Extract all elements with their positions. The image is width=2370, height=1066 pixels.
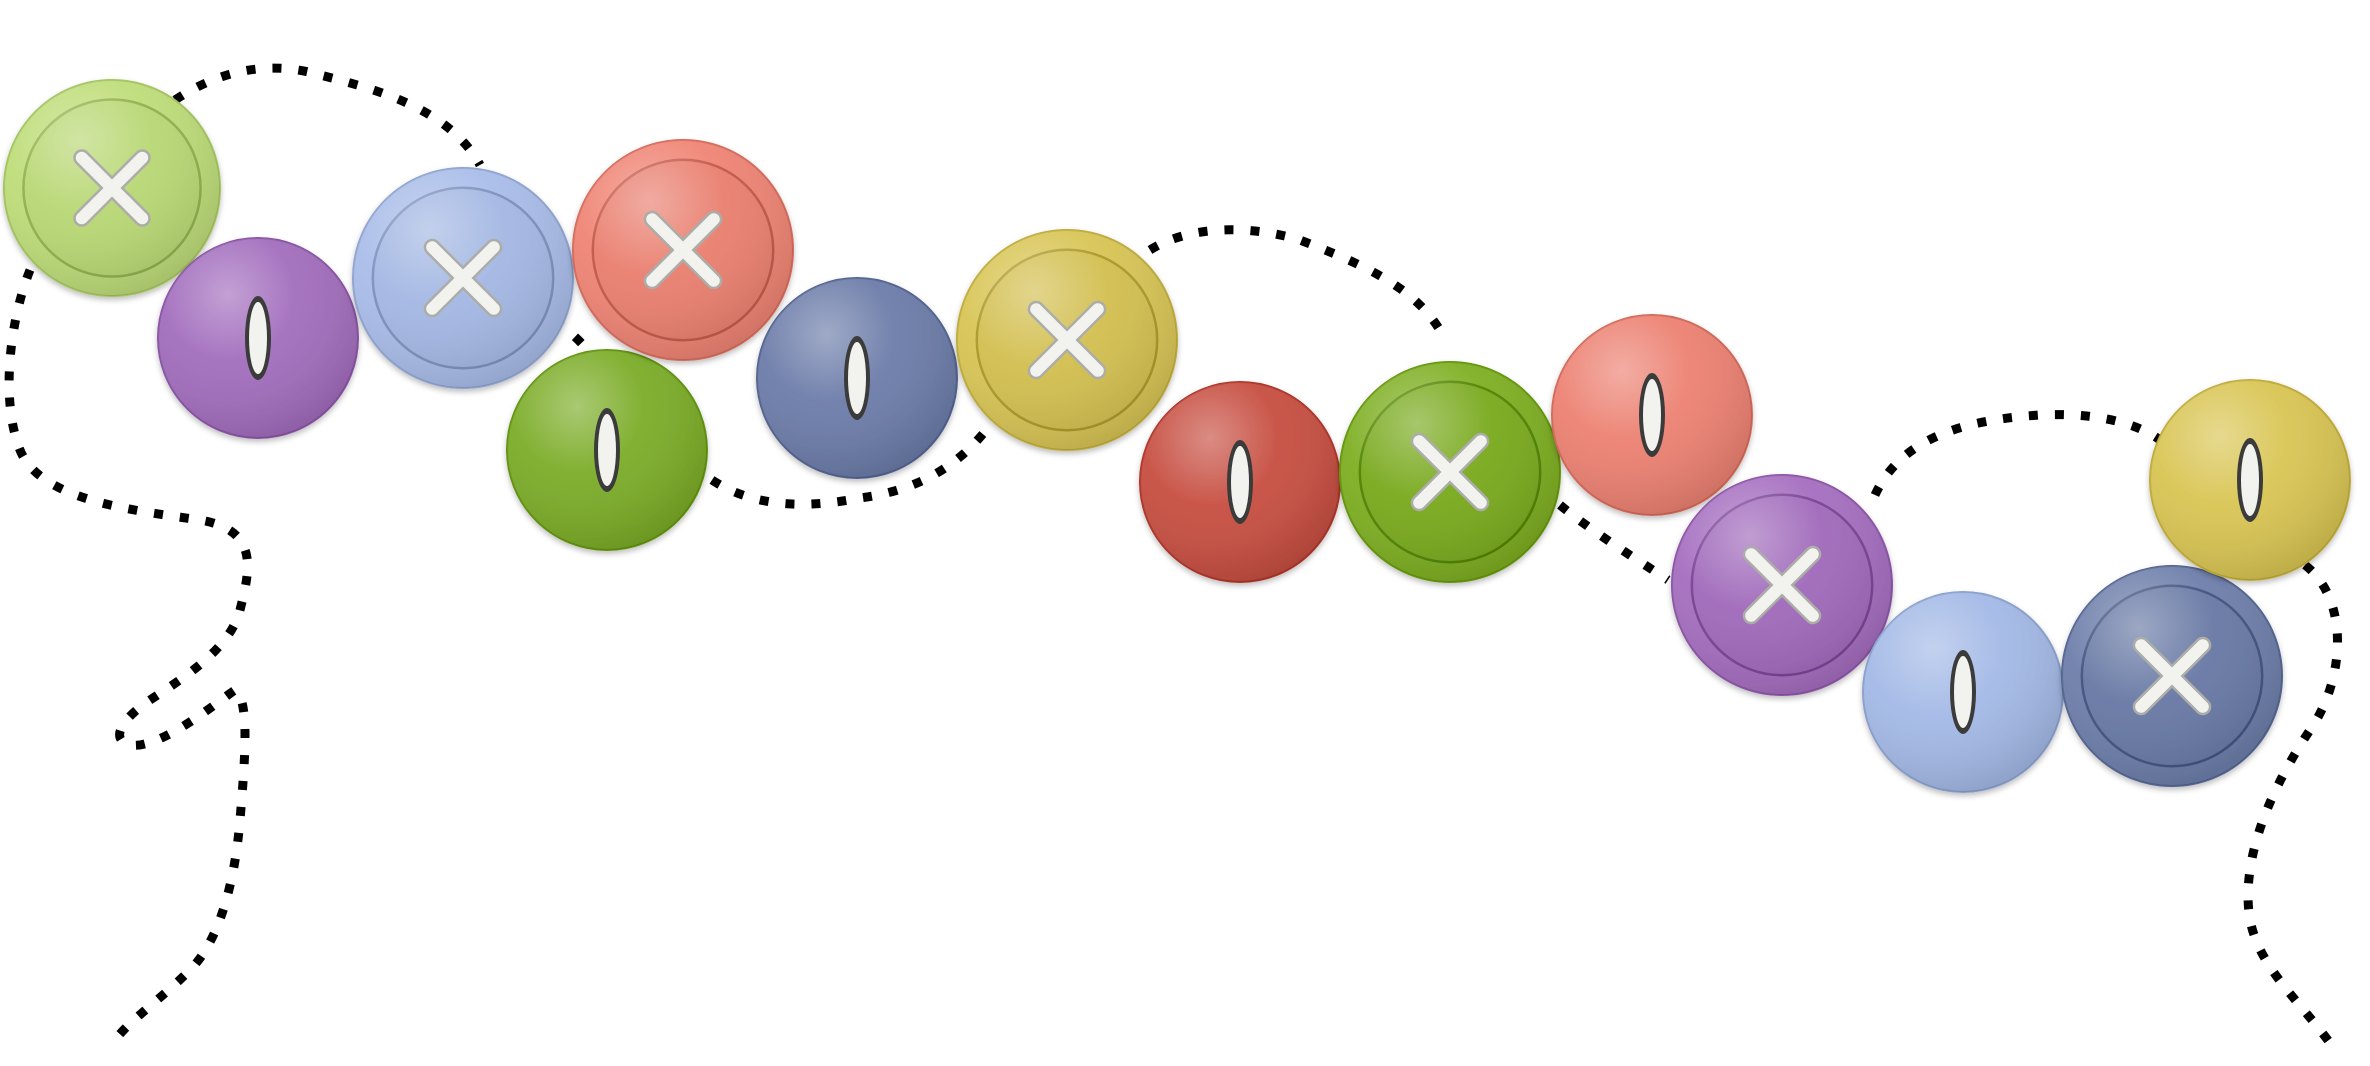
stitch-thread [1954,656,1972,728]
button-7-mustard [956,229,1178,451]
buttons-layer [3,79,2351,793]
bar-stitch-icon [1950,650,1976,734]
cross-stitch-icon [73,149,151,227]
stitch-thread [426,241,500,315]
stitch-thread [848,342,866,414]
bar-stitch-icon [1639,373,1665,457]
button-13-slate-blue [2061,565,2283,787]
stitch-thread [1643,379,1661,451]
thread-segment-right-tail [2243,561,2342,1053]
button-6-slate-blue [756,277,958,479]
stitch-thread [2241,444,2259,516]
cross-stitch-icon [423,238,503,318]
bar-stitch-icon [594,408,620,492]
stitch-thread [1413,435,1487,509]
button-5-salmon [572,139,794,361]
thread-segment-mid-right [1557,501,1671,584]
bar-stitch-icon [844,336,870,420]
stitch-thread [1745,548,1819,622]
thread-segment-right-loop [1870,410,2163,497]
button-3-blue-light [352,167,574,389]
button-1-green-light [3,79,221,297]
button-14-mustard [2149,379,2351,581]
stitch-thread [598,414,616,486]
thread-segment-left-tail [4,268,252,1043]
stitch-thread [646,213,720,287]
button-8-red [1139,381,1341,583]
button-2-purple [157,237,359,439]
stitch-thread [249,302,267,374]
button-10-salmon [1551,314,1753,516]
cross-stitch-icon [643,210,723,290]
cross-stitch-icon [1410,432,1490,512]
thread-dotted-back [4,63,2342,1053]
cross-stitch-icon [1742,545,1822,625]
bar-stitch-icon [245,296,271,380]
cross-stitch-icon [1027,300,1107,380]
button-12-blue-light [1862,591,2064,793]
stitch-thread [2135,639,2209,713]
thread-segment-mid-loop [1147,225,1450,342]
thread-segment-dip [709,422,994,509]
stitch-thread [1231,446,1249,518]
bar-stitch-icon [2237,438,2263,522]
thread-segment-top-loop [172,63,484,168]
stitch-thread [75,151,149,225]
button-11-purple [1671,474,1893,696]
bar-stitch-icon [1227,440,1253,524]
button-4-green [506,349,708,551]
stitch-thread [1030,303,1104,377]
button-9-green [1339,361,1561,583]
cross-stitch-icon [2132,636,2212,716]
